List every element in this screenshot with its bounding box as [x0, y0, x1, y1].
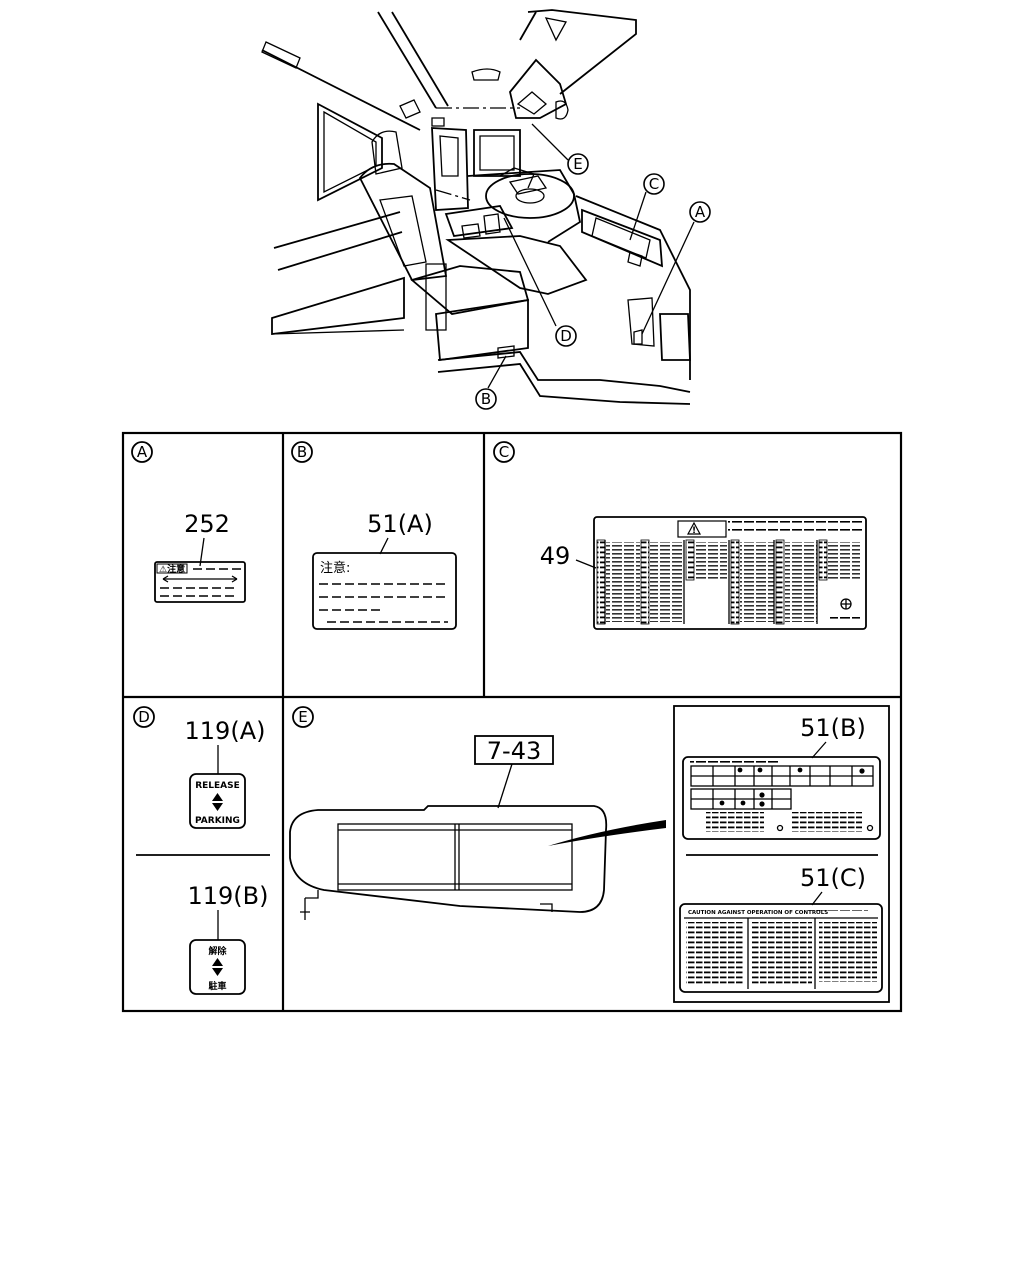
caution-mark: ⚠注意 — [159, 563, 185, 575]
caution-label-51c: CAUTION AGAINST OPERATION OF CONTROLS — [679, 903, 883, 993]
caution-text: 注意: — [320, 560, 350, 576]
part-number-7-43: 7-43 — [487, 737, 541, 765]
callout-d: D — [560, 327, 572, 345]
parking-text-jp: 駐車 — [208, 980, 226, 992]
part-number-252: 252 — [184, 510, 230, 538]
part-number-119a: 119(A) — [185, 717, 266, 745]
callout-c: C — [649, 175, 659, 193]
caution-label-51a: 注意: — [312, 552, 457, 630]
controls-label-49: ! — [593, 516, 867, 630]
sun-visor — [289, 805, 666, 920]
panel-b-letter: B — [297, 443, 307, 461]
caution-label-252: ⚠注意 — [154, 561, 246, 603]
panel-a-letter: A — [137, 443, 148, 461]
release-text-jp: 解除 — [208, 945, 227, 957]
parking-brake-label-119b: 解除 駐車 — [189, 939, 246, 995]
callout-e: E — [573, 155, 582, 173]
detail-grid — [121, 431, 903, 1013]
panel-d: D 119(A) RELEASE PARKING 119(B) 解除 駐車 — [133, 706, 270, 995]
part-number-51a: 51(A) — [367, 510, 433, 538]
release-text: RELEASE — [195, 781, 240, 791]
panel-a: A 252 ⚠注意 — [131, 441, 246, 603]
parking-brake-label-119a: RELEASE PARKING — [189, 773, 246, 829]
caution-heading: CAUTION AGAINST OPERATION OF CONTROLS — [688, 910, 828, 916]
part-number-51b: 51(B) — [800, 714, 866, 742]
part-number-119b: 119(B) — [188, 882, 269, 910]
part-number-49: 49 — [540, 542, 571, 570]
cab-interior-illustration: E C A D B — [261, 9, 711, 410]
svg-text:!: ! — [692, 526, 696, 536]
panel-c: C 49 ! — [493, 441, 867, 630]
panel-e: E 7-43 51(B) — [289, 705, 890, 1003]
panel-c-letter: C — [499, 443, 509, 461]
part-number-51c: 51(C) — [800, 864, 866, 892]
parking-text: PARKING — [195, 816, 240, 826]
panel-e-letter: E — [298, 708, 307, 726]
callout-b: B — [481, 390, 491, 408]
panel-d-letter: D — [138, 708, 150, 726]
controls-label-51b — [682, 756, 881, 840]
panel-b: B 51(A) 注意: — [291, 441, 457, 630]
callout-a: A — [695, 203, 706, 221]
